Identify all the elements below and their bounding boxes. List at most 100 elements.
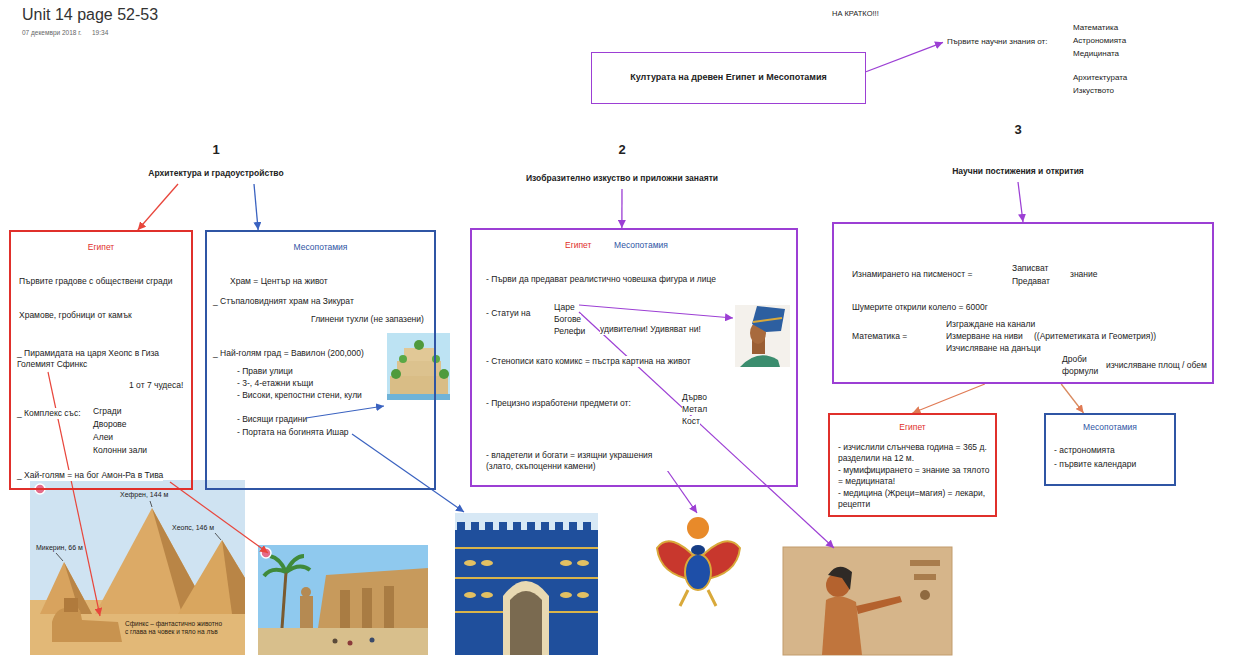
box-text: Архитектурата [1073, 73, 1127, 83]
scarab-body [685, 554, 711, 590]
box-text: Богове [554, 314, 581, 325]
box-text: - мумифицирането = знание за тялото = ме… [838, 465, 990, 486]
box-text: - Високи, крепостни стени, кули [237, 390, 362, 401]
box-text: - Висящи градини [237, 414, 307, 425]
relief-arm [856, 596, 902, 614]
animal-relief [577, 560, 589, 566]
box-heading: Египет [830, 422, 995, 433]
box-text: - астрономията [1054, 445, 1115, 456]
battlement [457, 522, 465, 530]
visitor [348, 641, 353, 646]
connector-arrow [913, 384, 985, 413]
connector-arrow [254, 184, 258, 230]
box-text: - Прави улици [237, 366, 293, 377]
box-text: удивителни! Удивяват ни! [600, 324, 701, 335]
box-text: Дроби [1062, 354, 1087, 365]
pyramid [178, 540, 245, 614]
box-heading: Изнамирането на писменост = [852, 269, 972, 280]
box-text: ((Аритеметиката и Геометрия)) [1034, 331, 1156, 342]
temple-wall [318, 568, 428, 628]
relief-hair [828, 567, 852, 590]
section-heading: 2Изобразително изкуство и приложни заная… [497, 140, 747, 189]
topic-box: Месопотамия- астрономията- първите кален… [1044, 413, 1176, 486]
box-text: Изграждане на канали [946, 319, 1035, 330]
crown-band [753, 318, 782, 322]
relief-body [822, 596, 862, 655]
pyramid-shade [64, 562, 92, 614]
box-text: Дърво [682, 392, 707, 403]
box-heading: Египет [11, 242, 191, 253]
box-text: Месопотамия [614, 240, 668, 251]
gate-wall [455, 530, 598, 655]
connector-arrow [866, 42, 943, 71]
temple-column [362, 588, 372, 628]
sky [455, 513, 598, 655]
box-heading: Египет [565, 240, 591, 251]
battlement [485, 522, 493, 530]
box-text: - медицина (Жреци=магия) = лекари, рецеп… [838, 488, 990, 509]
box-text: - Прецизно изработени предмети от: [486, 398, 631, 409]
box-text: знание [1070, 269, 1098, 280]
statue-head [301, 587, 311, 597]
pyramid [40, 562, 92, 614]
box-text: Научни постижения и открития [928, 166, 1108, 177]
box-text: _ Най-голям град = Вавилон (200,000) [213, 348, 364, 359]
box-text: Архитектура и градоустройство [121, 168, 311, 179]
animal-relief [560, 560, 572, 566]
summary-list: Първите научни знания от: МатематикаАстро… [943, 18, 1143, 102]
visitor [333, 639, 338, 644]
box-text: Изчисляване на данъци [946, 343, 1041, 354]
box-text: Шумерите открили колело = 6000г [852, 302, 988, 313]
box-text: Храмове, гробници от камък [19, 310, 132, 321]
animal-relief [464, 560, 476, 566]
box-text: Царе [554, 302, 575, 313]
box-text: Математика [1073, 23, 1118, 33]
ground [258, 628, 428, 655]
sphinx-head [64, 598, 78, 612]
photo-ground [735, 305, 790, 367]
animal-relief [481, 592, 493, 598]
bust-crown [752, 306, 785, 332]
box-text: Колонни зали [93, 445, 147, 456]
gate-passage [510, 591, 542, 655]
time-label: 19:34 [92, 29, 108, 37]
box-text: Изкуството [1073, 86, 1114, 96]
garden-tree [432, 355, 440, 363]
leader-line [56, 553, 63, 561]
sky [258, 545, 428, 655]
leader-arrow [579, 305, 733, 318]
box-text: 1 от 7 чудеса! [129, 380, 183, 391]
animal-relief [577, 592, 589, 598]
box-text: изчисляване площ / обем [1106, 360, 1207, 371]
box-text: Дворове [93, 419, 127, 430]
sphinx-body [52, 608, 122, 642]
battlement [583, 522, 591, 530]
gate-arch [503, 581, 549, 655]
garden-terrace [390, 376, 448, 396]
hieroglyph [910, 560, 940, 566]
box-text: Алеи [93, 432, 113, 443]
connector-arrow [1018, 182, 1023, 222]
box-text: Записват [1012, 263, 1048, 274]
palm-leaves [264, 556, 310, 576]
box-text: _ Пирамидата на царя Хеопс в Гиза Големи… [17, 348, 167, 369]
leader-arrow [170, 482, 268, 553]
battlement [499, 522, 507, 530]
box-text: Сгради [93, 406, 121, 417]
dimension-label: Хеопс, 146 м [172, 524, 214, 532]
garden-tree [414, 340, 424, 350]
sky [30, 480, 245, 655]
box-text: - Портата на богинята Ишар [237, 427, 349, 438]
box-text: Астрономията [1073, 36, 1126, 46]
animal-relief [464, 592, 476, 598]
garden-tree [439, 369, 449, 379]
box-heading: Първите научни знания от: [947, 37, 1047, 47]
box-text: Първите градове с обществени сгради [19, 276, 173, 287]
connector-arrow [621, 189, 622, 228]
date-label: 07 декември 2018 г. [22, 29, 82, 37]
box-heading: Месопотамия [207, 242, 434, 253]
battlement [471, 522, 479, 530]
connector-arrow [138, 184, 178, 230]
sky [387, 333, 450, 400]
